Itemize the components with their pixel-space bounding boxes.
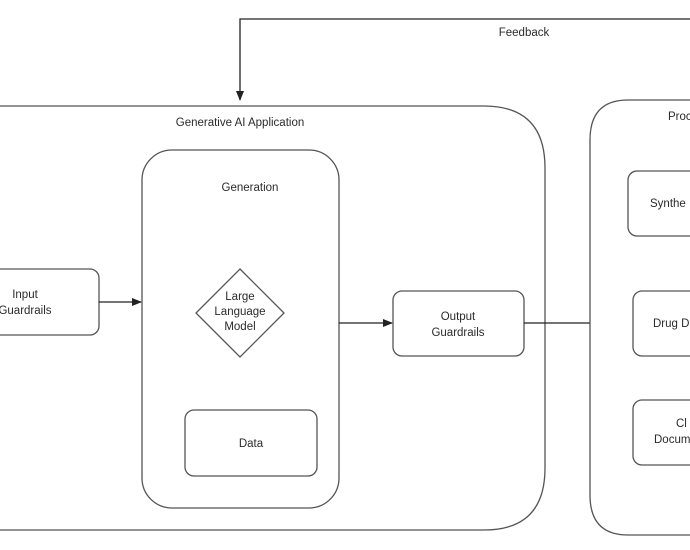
product-item-clinical-documentation[interactable]: Cl Docum	[632, 399, 690, 466]
svg-text:Model: Model	[224, 321, 255, 333]
svg-text:Data: Data	[239, 438, 264, 450]
app-container-title: Generative AI Application	[176, 117, 305, 129]
svg-text:Output: Output	[441, 311, 476, 323]
product-container-title: Proc	[668, 111, 690, 123]
svg-text:Guardrails: Guardrails	[0, 305, 52, 317]
product-item-synthetic[interactable]: Synthe	[627, 170, 690, 237]
llm-node[interactable]: Large Language Model	[195, 268, 285, 358]
svg-text:Drug D: Drug D	[653, 318, 689, 330]
svg-text:Input: Input	[12, 289, 38, 301]
svg-text:Large: Large	[225, 291, 254, 303]
generation-title: Generation	[222, 182, 279, 194]
svg-text:Synthe: Synthe	[650, 198, 686, 210]
feedback-label: Feedback	[499, 27, 550, 39]
svg-text:Language: Language	[214, 306, 265, 318]
svg-text:Guardrails: Guardrails	[431, 327, 484, 339]
input-guardrails-node[interactable]: Input Guardrails	[0, 268, 100, 336]
output-guardrails-node[interactable]: Output Guardrails	[392, 290, 525, 357]
svg-text:Docum: Docum	[654, 434, 690, 446]
svg-text:Cl: Cl	[676, 418, 687, 430]
product-item-drug-discovery[interactable]: Drug D	[632, 290, 690, 357]
feedback-edge	[236, 18, 690, 101]
data-node[interactable]: Data	[184, 409, 318, 477]
